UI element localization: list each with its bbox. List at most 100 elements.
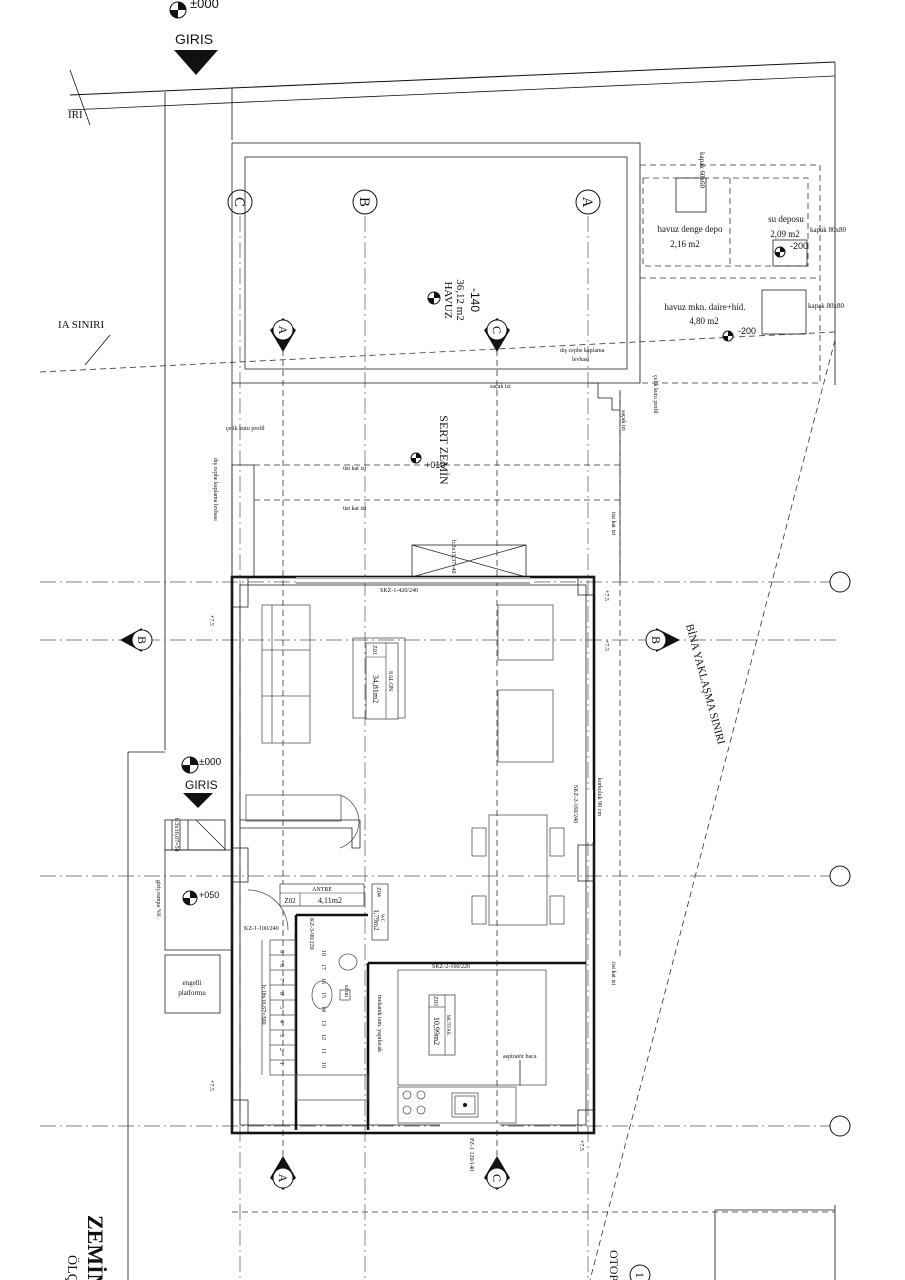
section-marker-b-left: B (120, 628, 153, 652)
room-wc: Z04 WC 1,79m2 sifon mekanik tam. yapılac… (311, 883, 389, 1052)
svg-text:2,09 m2: 2,09 m2 (770, 229, 800, 239)
svg-text:üst kat izi: üst kat izi (343, 466, 367, 472)
section-marker-c-bottom: C (484, 1156, 510, 1190)
svg-text:4,11m2: 4,11m2 (318, 896, 342, 905)
svg-text:korkuluk 90 cm: korkuluk 90 cm (596, 778, 602, 816)
stair-step-number: 3 (278, 1034, 284, 1037)
section-marker-a-top: A (270, 318, 296, 352)
svg-text:B: B (356, 197, 372, 207)
cut-level-markers: +7.5 +7.5 +7.5 +7.5 +7.5 (208, 590, 609, 1151)
room-salon: SALON Z01 34,81m2 (245, 604, 565, 926)
svg-text:havuz mkn. daire+hid.: havuz mkn. daire+hid. (664, 302, 745, 312)
svg-text:dış cephe kaplama: dış cephe kaplama (560, 348, 605, 354)
stair-step-number: 8 (278, 964, 284, 967)
svg-text:+7.5: +7.5 (578, 1140, 584, 1151)
svg-text:KZ-3-90/220: KZ-3-90/220 (308, 918, 314, 950)
pool-service-rooms: kapak 60x60 havuz denge depo 2,16 m2 su … (639, 152, 846, 384)
svg-text:çelik kutu profil: çelik kutu profil (652, 375, 659, 414)
svg-text:+050: +050 (199, 890, 219, 900)
pool: HAVUZ 36,12 m2 -140 (231, 142, 641, 384)
stair-step-number: 16 (320, 978, 326, 984)
svg-text:ZEMİN: ZEMİN (83, 1215, 108, 1280)
svg-text:-140: -140 (468, 288, 482, 312)
svg-text:h:3x13,37=40: h:3x13,37=40 (450, 540, 456, 574)
svg-text:WC: WC (379, 914, 384, 923)
svg-text:+7.5: +7.5 (603, 640, 609, 651)
svg-text:B: B (649, 636, 663, 644)
svg-text:PZ-1 120/140: PZ-1 120/140 (468, 1138, 474, 1171)
entrance-side: ±000 GIRIS h:3x16,67=50 giriş rampa %6 +… (155, 756, 233, 1014)
approach-left-text: IA SINIRI (58, 319, 104, 331)
stair-step-number: 14 (320, 1006, 326, 1012)
svg-text:A: A (579, 197, 595, 208)
svg-text:-200: -200 (790, 241, 808, 251)
svg-text:SKZ-2-160/240: SKZ-2-160/240 (572, 785, 578, 823)
svg-text:ÖLÇ.: ÖLÇ. (64, 1255, 81, 1280)
section-marker-c-top: C (484, 318, 510, 352)
axis-bubble-c: C (227, 189, 253, 215)
svg-text:SKZ-1-420/240: SKZ-1-420/240 (380, 588, 418, 594)
svg-text:kapak 80x80: kapak 80x80 (808, 302, 844, 310)
section-marker-a-bottom: A (270, 1156, 296, 1190)
svg-text:çelik kutu profil: çelik kutu profil (226, 425, 265, 432)
stair-step-number: 15 (320, 992, 326, 998)
stair-step-number: 12 (320, 1034, 326, 1040)
svg-text:SKZ-2-160/220: SKZ-2-160/220 (432, 964, 470, 970)
svg-text:C: C (490, 1174, 504, 1182)
svg-text:34,81m2: 34,81m2 (371, 675, 380, 703)
svg-text:1,79m2: 1,79m2 (372, 909, 380, 931)
svg-text:üst kat izi: üst kat izi (343, 506, 367, 512)
svg-text:sifon: sifon (343, 985, 350, 997)
svg-text:platformu: platformu (178, 989, 206, 997)
svg-text:saçak izi: saçak izi (490, 384, 511, 390)
svg-text:levhası: levhası (572, 357, 589, 363)
svg-text:+010: +010 (425, 460, 445, 470)
axis-bubble-b: B (352, 189, 378, 215)
svg-text:A: A (276, 326, 290, 335)
title-block-fragment: ZEMİN ÖLÇ. 1 OTOP (64, 1215, 651, 1280)
svg-text:Z03: Z03 (432, 996, 438, 1006)
svg-text:dış cephe kaplama levhası: dış cephe kaplama levhası (212, 458, 218, 521)
entrance-top: ±000 GIRIS (169, 0, 219, 75)
svg-text:36,12 m2: 36,12 m2 (454, 279, 466, 321)
svg-text:+7.5: +7.5 (208, 615, 214, 626)
svg-text:Z01: Z01 (371, 645, 377, 655)
building-walls: SKZ-1-420/240 SKZ-2-160/240 korkuluk 90 … (230, 575, 602, 1171)
svg-text:Z02: Z02 (284, 897, 296, 905)
svg-text:h:3x16,67=50: h:3x16,67=50 (173, 818, 179, 852)
axis-bubble-a: A (575, 189, 601, 215)
stair-step-number: 13 (320, 1020, 326, 1026)
room-mutfak: MUTFAK Z03 10,99m2 aspiratör baca (397, 969, 547, 1124)
svg-text:Z04: Z04 (375, 887, 381, 897)
terrace-area: dış cephe kaplama levhası saçak izi çeli… (212, 348, 659, 986)
svg-text:KZ-1-100/240: KZ-1-100/240 (244, 926, 279, 932)
svg-text:A: A (276, 1174, 290, 1183)
svg-text:+7.5: +7.5 (208, 1080, 214, 1091)
staircase: h:18x16,67=300 (260, 939, 369, 1101)
svg-text:OTOP: OTOP (607, 1250, 621, 1280)
stair-step-number: 5 (278, 1006, 284, 1009)
svg-text:-200: -200 (738, 326, 756, 336)
svg-text:GIRIS: GIRIS (175, 31, 213, 47)
svg-text:SALON: SALON (387, 671, 393, 692)
stair-step-number: 9 (278, 950, 284, 953)
parcel-fragment-text: IRI (68, 109, 83, 121)
stair-step-number: 2 (278, 1048, 284, 1051)
section-marker-b-right: B (645, 628, 680, 652)
svg-text:1: 1 (633, 1272, 647, 1278)
svg-text:C: C (231, 197, 247, 207)
stair-step-number: 18 (320, 950, 326, 956)
svg-text:±000: ±000 (199, 757, 222, 768)
stair-step-number: 10 (320, 1062, 326, 1068)
svg-text:saçak izi: saçak izi (620, 410, 626, 431)
svg-text:GIRIS: GIRIS (185, 778, 218, 792)
svg-text:SERT ZEMİN: SERT ZEMİN (437, 415, 451, 485)
svg-text:C: C (490, 326, 504, 334)
svg-text:havuz denge depo: havuz denge depo (658, 224, 723, 234)
svg-text:+7.5: +7.5 (603, 590, 609, 601)
svg-text:üst kat izi: üst kat izi (610, 512, 616, 536)
svg-text:10,99m2: 10,99m2 (432, 1017, 441, 1045)
stair-step-number: 17 (320, 964, 326, 970)
